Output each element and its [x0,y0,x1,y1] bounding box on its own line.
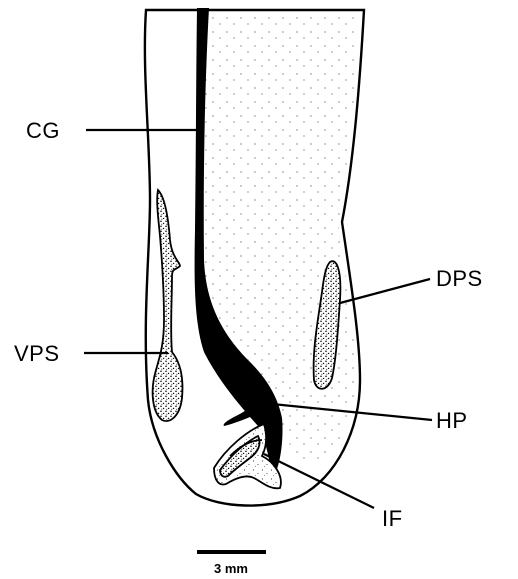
cg-label: CG [26,118,60,143]
scale-bar-label: 3 mm [214,561,248,576]
hp-label: HP [436,408,468,433]
scale-bar [197,550,266,554]
if-label: IF [382,506,403,531]
vps-label: VPS [14,341,60,366]
dps-leader-line [340,279,430,303]
dps-label: DPS [436,266,483,291]
